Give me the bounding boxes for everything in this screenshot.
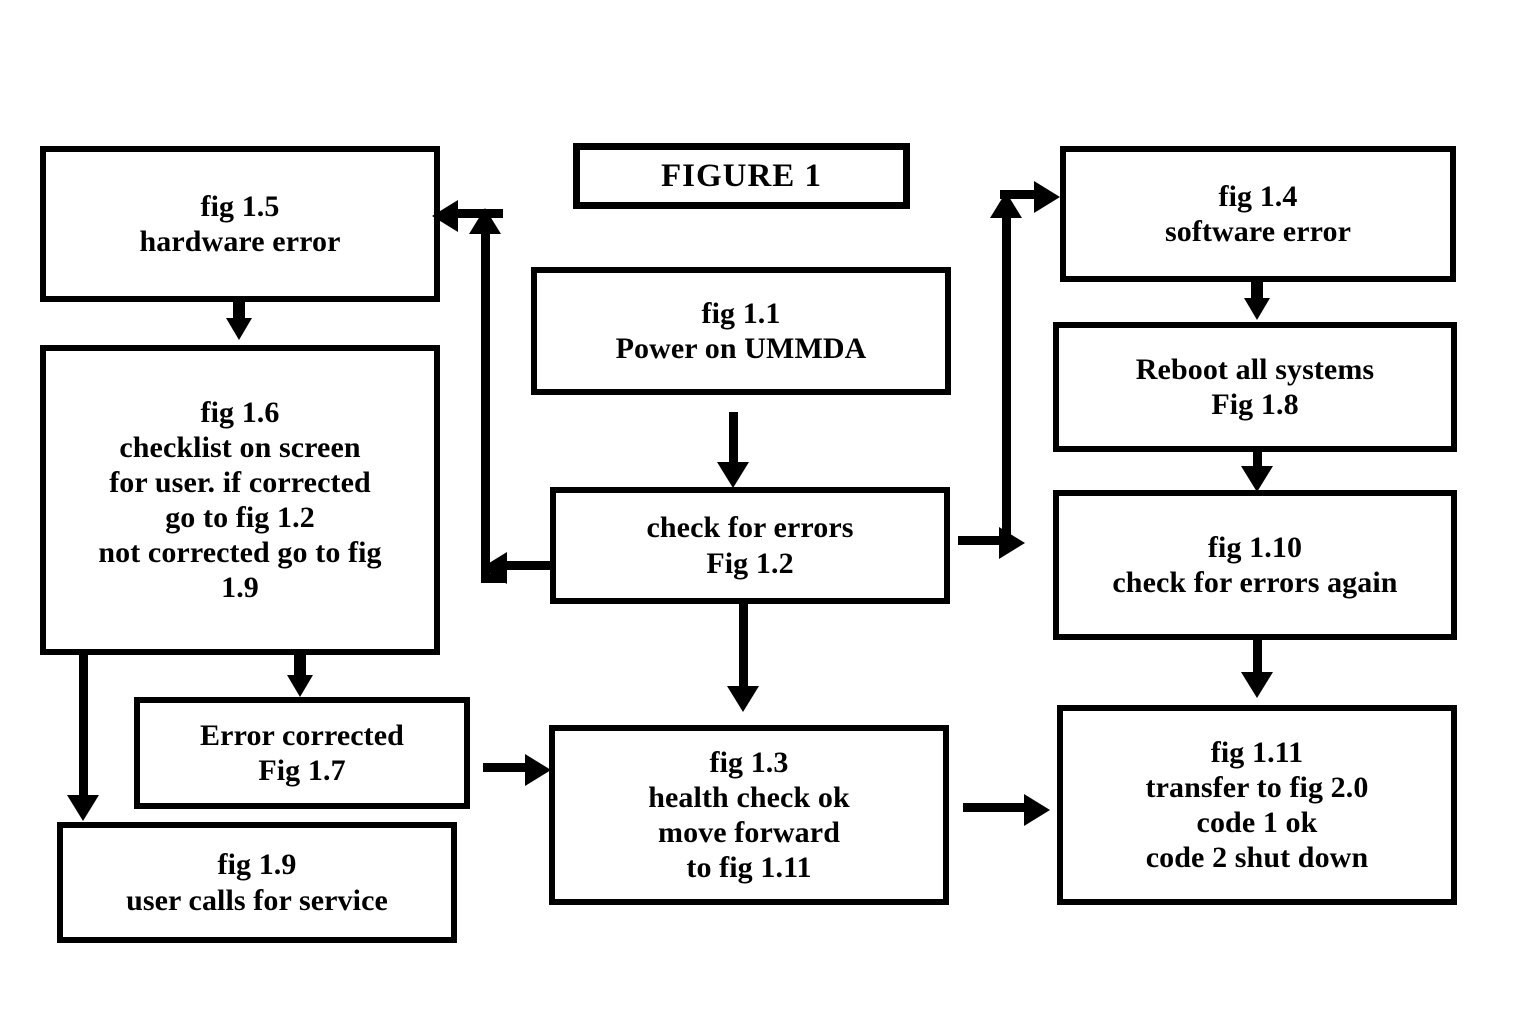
node-fig-1-7-error-corrected[interactable]: Error corrected Fig 1.7: [134, 697, 470, 809]
node-fig-1-2-label: check for errors Fig 1.2: [646, 511, 854, 580]
node-fig-1-6[interactable]: fig 1.6 checklist on screen for user. if…: [40, 345, 440, 655]
node-fig-1-8-reboot[interactable]: Reboot all systems Fig 1.8: [1053, 322, 1457, 452]
node-fig-1-1-label: fig 1.1 Power on UMMDA: [615, 296, 867, 365]
node-figure-title: FIGURE 1: [573, 143, 910, 209]
node-fig-1-5[interactable]: fig 1.5 hardware error: [40, 146, 440, 302]
node-fig-1-5-label: fig 1.5 hardware error: [139, 189, 341, 258]
node-fig-1-4-label: fig 1.4 software error: [1164, 179, 1352, 248]
node-fig-1-11[interactable]: fig 1.11 transfer to fig 2.0 code 1 ok c…: [1057, 705, 1457, 905]
node-fig-1-6-label: fig 1.6 checklist on screen for user. if…: [98, 395, 382, 605]
node-fig-1-9[interactable]: fig 1.9 user calls for service: [57, 822, 457, 943]
node-fig-1-8-label: Reboot all systems Fig 1.8: [1135, 352, 1375, 421]
node-fig-1-10-label: fig 1.10 check for errors again: [1112, 530, 1398, 599]
node-fig-1-7-label: Error corrected Fig 1.7: [200, 718, 404, 787]
node-fig-1-3[interactable]: fig 1.3 health check ok move forward to …: [549, 725, 949, 905]
figure-title-label: FIGURE 1: [660, 157, 823, 194]
node-fig-1-3-label: fig 1.3 health check ok move forward to …: [648, 745, 850, 885]
node-fig-1-10[interactable]: fig 1.10 check for errors again: [1053, 490, 1457, 640]
node-fig-1-9-label: fig 1.9 user calls for service: [126, 848, 388, 917]
node-fig-1-1[interactable]: fig 1.1 Power on UMMDA: [531, 267, 951, 395]
node-fig-1-11-label: fig 1.11 transfer to fig 2.0 code 1 ok c…: [1145, 735, 1369, 875]
node-fig-1-4[interactable]: fig 1.4 software error: [1060, 146, 1456, 282]
node-fig-1-2[interactable]: check for errors Fig 1.2: [550, 487, 950, 604]
